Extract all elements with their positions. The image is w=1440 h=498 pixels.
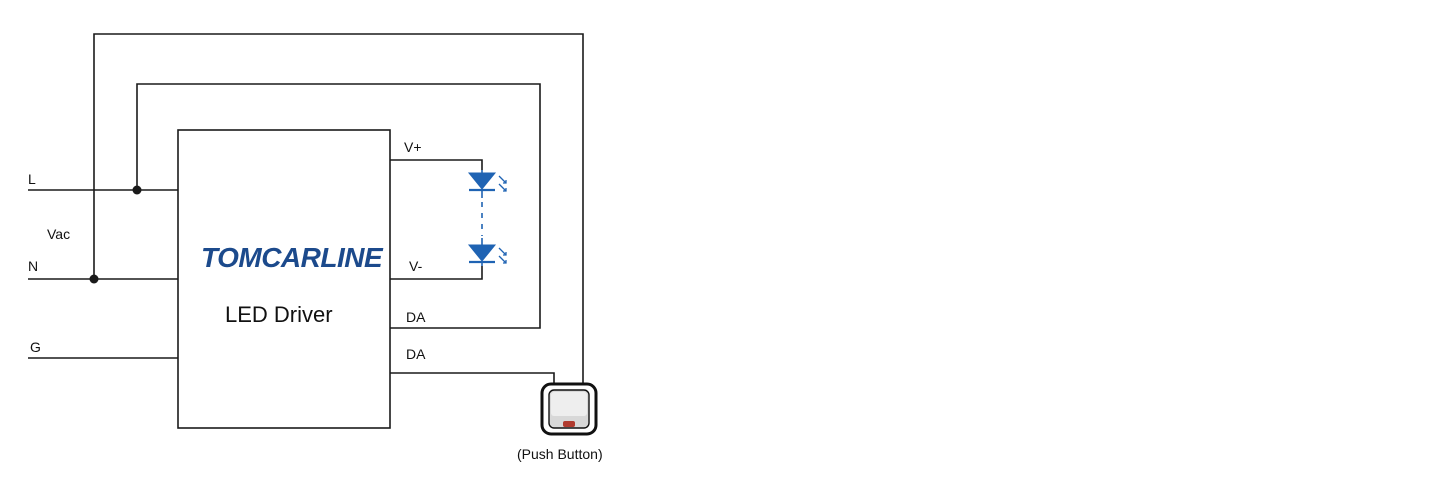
v-plus-wire: [390, 159, 483, 170]
brand-logo: TOMCARLINE: [201, 242, 384, 273]
ground-label: G: [30, 339, 41, 355]
neutral-label: N: [28, 258, 38, 274]
da-label-bottom: DA: [406, 346, 426, 362]
led-bottom: [467, 238, 507, 266]
push-button-icon: [540, 382, 598, 436]
line-junction-dot: [132, 185, 142, 195]
led-top: [467, 170, 507, 198]
line-label: L: [28, 171, 36, 187]
v-plus-label: V+: [404, 139, 422, 155]
da-label-top: DA: [406, 309, 426, 325]
vac-label: Vac: [47, 226, 70, 242]
neutral-junction-dot: [89, 274, 99, 284]
da-bottom-wire: [390, 372, 555, 385]
outer-loop-wire: [93, 33, 584, 385]
inner-loop-wire: [136, 83, 541, 329]
driver-name: LED Driver: [225, 302, 333, 327]
v-minus-wire: [390, 266, 483, 280]
led-driver-box: [177, 129, 391, 429]
push-button-label: (Push Button): [517, 446, 603, 462]
v-minus-label: V-: [409, 258, 423, 274]
